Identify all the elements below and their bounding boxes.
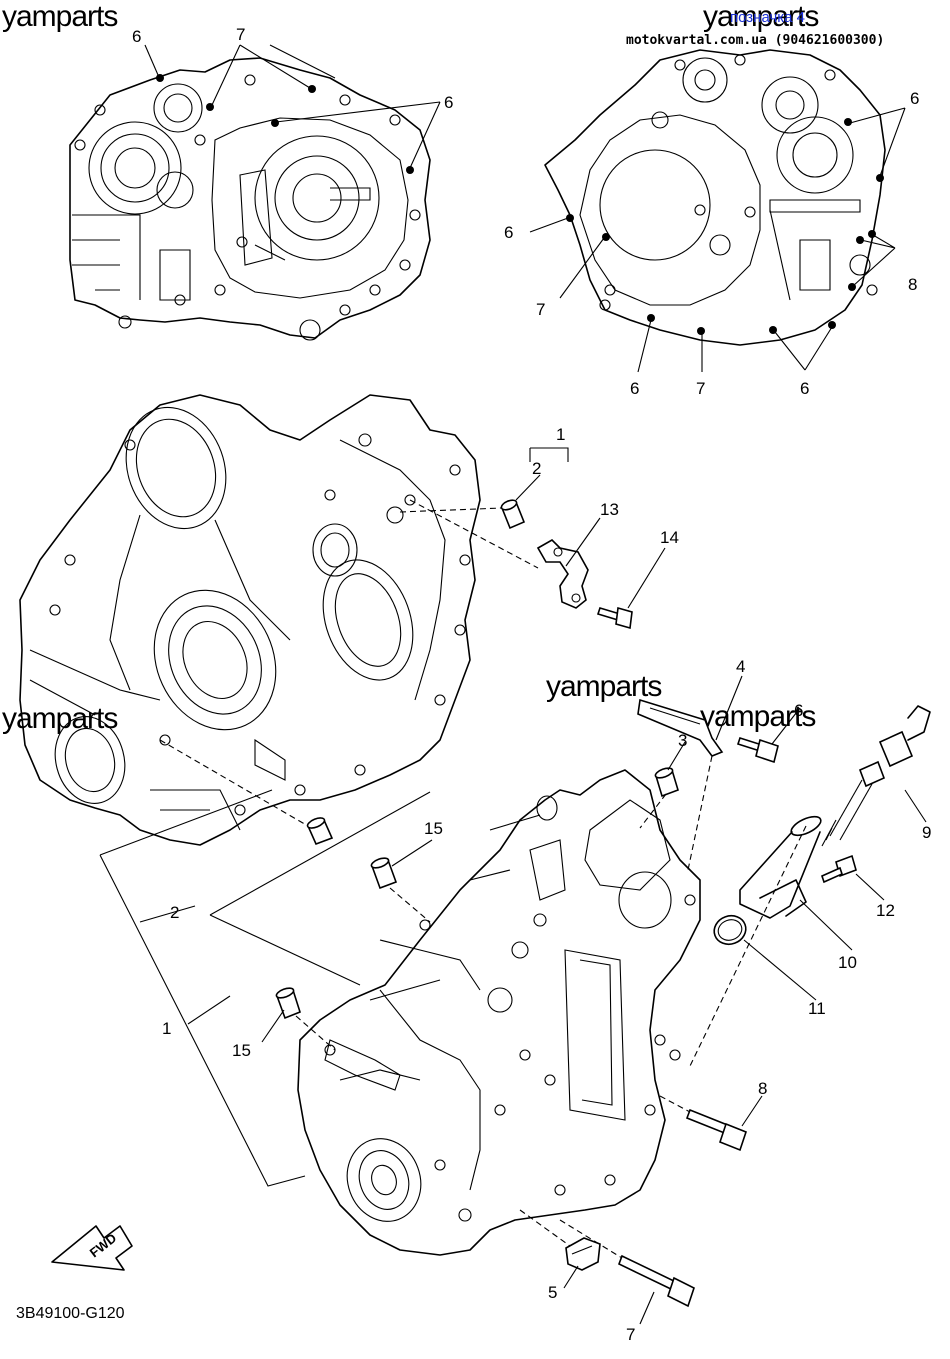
- callout-7: 7: [236, 25, 245, 44]
- watermark-middle: yamparts: [546, 670, 661, 703]
- callout-6: 6: [444, 93, 453, 112]
- callout-14: 14: [660, 528, 679, 547]
- callout-6: 6: [794, 701, 803, 720]
- callout-3: 3: [678, 731, 687, 750]
- watermark-top-right: yamparts: [703, 0, 818, 33]
- callout-6: 6: [630, 379, 639, 398]
- dowel-pin-lower: [306, 817, 334, 846]
- plate-bolt: [596, 606, 633, 630]
- callout-7: 7: [536, 300, 545, 319]
- callout-1: 1: [556, 425, 565, 444]
- forward-direction-arrow: FWD: [51, 1225, 133, 1271]
- reference-tag: позначка 4: [730, 9, 805, 26]
- crankcase-left-bolt-view: [69, 57, 431, 341]
- callout-12: 12: [876, 901, 895, 920]
- retainer-plate: [536, 539, 589, 609]
- watermark-middle-right: yamparts: [700, 700, 815, 733]
- callout-7: 7: [696, 379, 705, 398]
- callout-6: 6: [910, 89, 919, 108]
- callout-8: 8: [758, 1079, 767, 1098]
- crankcase-bolt-8: [685, 1108, 747, 1152]
- dowel-pin-15-upper: [370, 857, 398, 890]
- guide-plate: [637, 698, 724, 757]
- callout-8: 8: [908, 275, 917, 294]
- callout-9: 9: [922, 823, 931, 842]
- guide-plate-bolt: [736, 736, 779, 764]
- callout-5: 5: [548, 1283, 557, 1302]
- callout-15: 15: [232, 1041, 251, 1060]
- callout-6: 6: [504, 223, 513, 242]
- callout-15: 15: [424, 819, 443, 838]
- crankcase-right-half: [297, 769, 701, 1256]
- dowel-pin-15-lower: [275, 987, 301, 1020]
- oil-dipstick: [821, 705, 931, 847]
- crankcase-right-bolt-view: [544, 49, 886, 346]
- callout-10: 10: [838, 953, 857, 972]
- dowel-pin-3: [654, 767, 679, 798]
- callout-6: 6: [132, 27, 141, 46]
- crankcase-left-half: [19, 394, 481, 846]
- hose-clamp: [565, 1237, 601, 1271]
- callout-2: 2: [170, 903, 179, 922]
- callout-13: 13: [600, 500, 619, 519]
- callout-7: 7: [626, 1325, 635, 1344]
- crankcase-bolt-7: [617, 1254, 695, 1308]
- o-ring: [713, 914, 747, 946]
- watermark-left: yamparts: [2, 702, 117, 735]
- callout-4: 4: [736, 657, 745, 676]
- diagram-code: 3B49100-G120: [16, 1305, 125, 1322]
- source-site-label: motokvartal.com.ua (904621600300): [626, 33, 884, 48]
- fwd-label: FWD: [87, 1230, 120, 1260]
- callout-1: 1: [162, 1019, 171, 1038]
- callout-11: 11: [808, 999, 826, 1018]
- oil-filler-pipe: [739, 815, 822, 919]
- watermark-top-left: yamparts: [2, 0, 117, 33]
- callout-2: 2: [532, 459, 541, 478]
- filler-pipe-bolt: [821, 854, 857, 884]
- dowel-pin-upper: [500, 499, 526, 530]
- callout-6: 6: [800, 379, 809, 398]
